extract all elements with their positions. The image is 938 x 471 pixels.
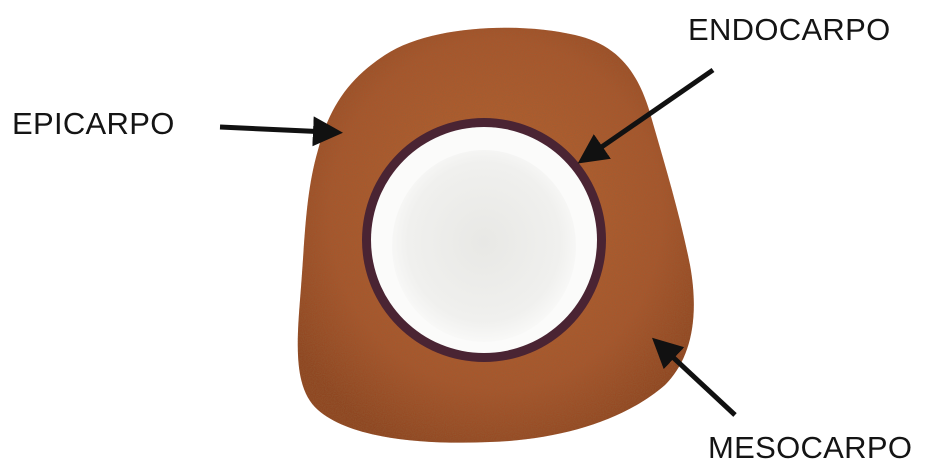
label-endocarpo: ENDOCARPO <box>688 14 891 45</box>
label-epicarpo: EPICARPO <box>12 108 175 139</box>
arrow-epicarpo <box>220 127 328 132</box>
arrow-mesocarpo <box>663 348 735 415</box>
coconut-cavity <box>392 150 576 342</box>
label-mesocarpo: MESOCARPO <box>708 432 912 463</box>
